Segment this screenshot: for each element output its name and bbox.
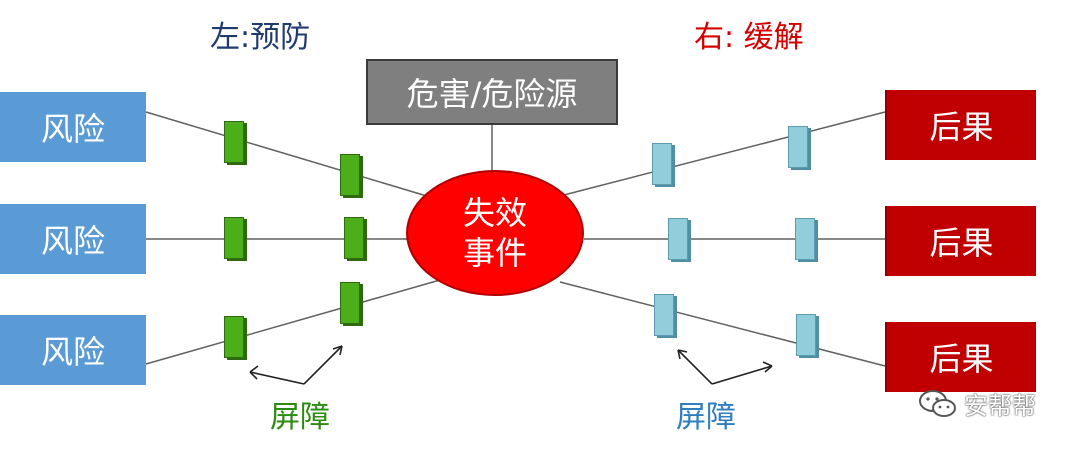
mitigation-barrier: [654, 294, 674, 336]
arrow-icon: [677, 349, 713, 385]
event-line-1: 失效: [462, 194, 527, 232]
prevention-barrier-label: 屏障: [270, 400, 330, 435]
right-barrier-arrows: [677, 349, 773, 385]
consequence-box-1: 后果: [885, 90, 1036, 160]
consequence-box-2: 后果: [885, 206, 1036, 276]
connector-consequence-1: [559, 111, 886, 197]
arrow-icon: [303, 345, 343, 385]
mitigation-barrier: [796, 314, 816, 356]
mitigation-barrier: [652, 143, 672, 185]
risk-box-3: 风险: [0, 315, 146, 385]
arrow-icon: [711, 365, 773, 385]
watermark: 安帮帮: [918, 386, 1036, 421]
failure-event: 失效 事件: [406, 170, 584, 296]
risk-box-2: 风险: [0, 204, 146, 274]
hazard-box: 危害/危险源: [366, 59, 618, 125]
arrow-icon: [249, 371, 305, 385]
arrow-icon: [249, 365, 259, 380]
prevention-barrier: [340, 282, 360, 324]
connector-risk-3: [145, 279, 441, 365]
mitigation-barrier: [668, 218, 688, 260]
mitigation-barrier: [795, 218, 815, 260]
prevention-barrier: [224, 121, 244, 163]
event-line-2: 事件: [462, 234, 527, 272]
prevention-heading: 左:预防: [210, 20, 311, 55]
mitigation-heading: 右: 缓解: [694, 20, 804, 55]
consequence-box-3: 后果: [885, 322, 1036, 392]
connector-consequence-3: [559, 281, 886, 367]
prevention-barrier: [340, 154, 360, 196]
prevention-barrier: [224, 316, 244, 358]
mitigation-barrier-label: 屏障: [676, 400, 736, 435]
mitigation-barrier: [788, 126, 808, 168]
watermark-text: 安帮帮: [964, 392, 1036, 420]
wechat-icon: [919, 389, 956, 417]
risk-box-1: 风险: [0, 92, 146, 162]
arrow-icon: [332, 345, 343, 356]
prevention-barrier: [224, 217, 244, 259]
arrow-icon: [677, 349, 688, 360]
left-barrier-arrows: [249, 345, 343, 385]
connector-risk-1: [145, 111, 441, 201]
prevention-barrier: [344, 217, 364, 259]
arrow-icon: [762, 361, 773, 373]
